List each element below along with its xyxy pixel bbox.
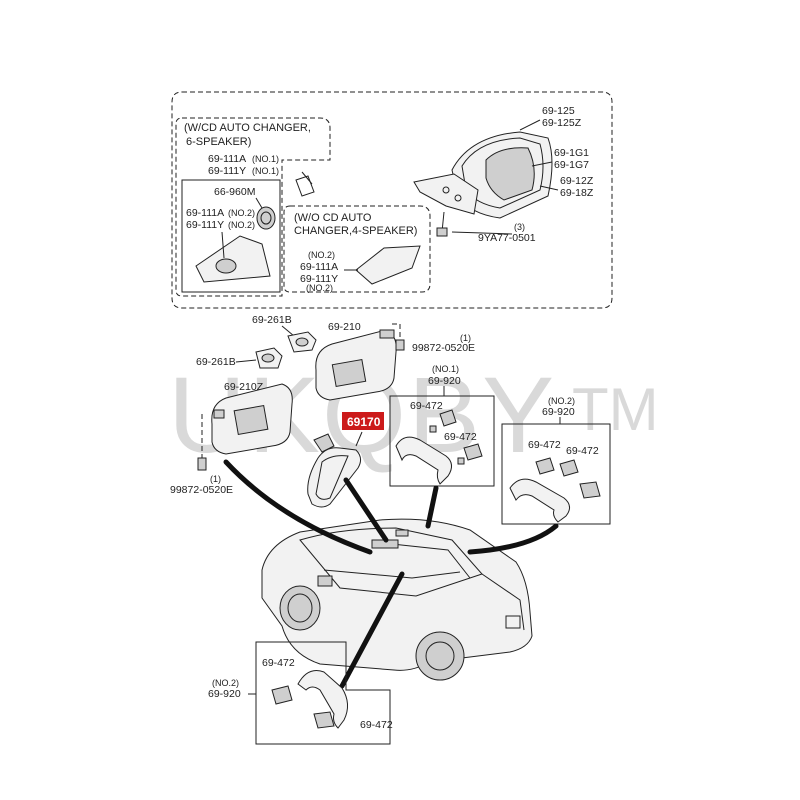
grip-no1-cap-b-label: 69-472	[444, 431, 477, 443]
grip-no1-qty: (NO.1)	[432, 364, 459, 374]
grip-no2-bottom-part	[271, 670, 348, 729]
outer-mirror-assembly	[413, 131, 553, 237]
visor-210-label: 69-210	[328, 321, 361, 333]
bolt-qty-label: (3)	[514, 222, 525, 232]
grip-no2-bottom-part-label: 69-920	[208, 688, 241, 700]
cover-12z-label: 69-12Z	[560, 175, 594, 187]
arrow-icon	[295, 171, 315, 197]
mirror-125-leader	[519, 119, 541, 131]
grip-no2-right-part-label: 69-920	[542, 406, 575, 418]
tweeter-box	[181, 179, 281, 293]
cd-111a-no1-label: 69-111A	[208, 153, 246, 165]
visor-holder-left-part	[255, 347, 283, 369]
screw-left-label: 99872-0520E	[170, 484, 233, 496]
grip-no1-cap-a-label: 69-472	[410, 400, 443, 412]
holder-261b-top-label: 69-261B	[252, 314, 292, 326]
mirror-section-frame	[171, 91, 613, 309]
no-cd-111a-label: 69-111A	[300, 261, 338, 273]
visor-right-part	[315, 329, 397, 401]
screw-left-part	[197, 414, 207, 471]
no-cd-111y-label: 69-111Y	[300, 273, 338, 285]
grip-no1-part-label: 69-920	[428, 375, 461, 387]
grip-no1-part	[395, 409, 483, 485]
cd-111a-no1-qualifier: (NO.1)	[252, 154, 279, 164]
grip-no2-bottom-cap-a-label: 69-472	[262, 657, 295, 669]
tweeter-speaker-part	[255, 197, 276, 230]
grip-no1-box	[389, 395, 495, 487]
no-cd-no2-bottom: (NO.2)	[306, 283, 333, 293]
cd-111y-no1-label: 69-111Y	[208, 165, 246, 177]
watermark-tm: TM	[572, 376, 659, 443]
highlighted-part-marker[interactable]: 69170	[342, 412, 384, 430]
cd-111y-no2-label: 69-111Y	[186, 219, 224, 231]
no-cd-mirror-cover-part	[344, 245, 421, 285]
glass-1g1-label: 69-1G1	[554, 147, 589, 159]
visor-left-part	[211, 383, 293, 455]
screw-right-part	[392, 323, 405, 351]
cd-111a-no2-qualifier: (NO.2)	[228, 208, 255, 218]
visor-210z-label: 69-210Z	[224, 381, 264, 393]
grip-no2-bottom-cap-b-label: 69-472	[360, 719, 393, 731]
no-cd-note: (W/O CD AUTO	[294, 212, 372, 224]
screw-right-label: 99872-0520E	[412, 342, 475, 354]
holder-261b-top-leader	[281, 325, 295, 337]
cover-leader	[539, 185, 559, 191]
grip-no2-right-cap-b-label: 69-472	[566, 445, 599, 457]
grip-no2-right-cap-a-label: 69-472	[528, 439, 561, 451]
holder-261b-left-leader	[235, 359, 257, 363]
grip-no2-right-part	[509, 457, 601, 523]
no-cd-no2-top: (NO.2)	[308, 250, 335, 260]
cd-mirror-cover-part	[195, 231, 271, 283]
screw-left-qty-label: (1)	[210, 474, 221, 484]
holder-261b-left-label: 69-261B	[196, 356, 236, 368]
mirror-125z-label: 69-125Z	[542, 117, 582, 129]
cd-changer-frame	[175, 117, 331, 297]
car-body-part	[261, 518, 533, 681]
cd-changer-note-2: 6-SPEAKER)	[186, 136, 251, 148]
cd-111y-no1-qualifier: (NO.1)	[252, 166, 279, 176]
glass-leader	[531, 161, 553, 167]
highlight-badge	[342, 412, 384, 430]
mirror-125-label: 69-125	[542, 105, 575, 117]
cd-changer-note: (W/CD AUTO CHANGER,	[184, 122, 311, 134]
grip-no2-right-qty: (NO.2)	[548, 396, 575, 406]
bolt-label: 9YA77-0501	[478, 232, 536, 244]
highlight-leader	[355, 431, 363, 447]
screw-right-qty-label: (1)	[460, 333, 471, 343]
visor-holder-top-part	[287, 331, 317, 353]
tweeter-label: 66-960M	[214, 186, 255, 198]
callout-leaders	[223, 459, 559, 689]
rear-view-mirror-part	[307, 433, 362, 508]
cd-111y-no2-qualifier: (NO.2)	[228, 220, 255, 230]
no-cd-frame	[283, 205, 431, 293]
cd-111a-no2-label: 69-111A	[186, 207, 224, 219]
cover-18z-label: 69-18Z	[560, 187, 594, 199]
glass-1g7-label: 69-1G7	[554, 159, 589, 171]
grip-no2-bottom-qty: (NO.2)	[212, 678, 239, 688]
no-cd-note-2: CHANGER,4-SPEAKER)	[294, 225, 417, 237]
highlight-part-number: 69170	[347, 415, 381, 429]
grip-no2-bottom-box	[255, 641, 391, 745]
